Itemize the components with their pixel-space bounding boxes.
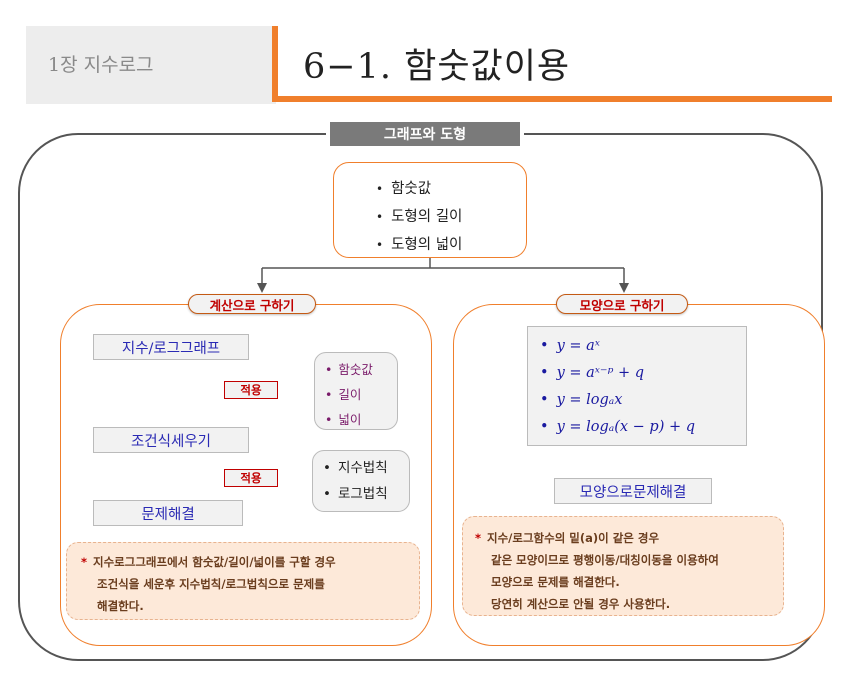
step-shape-solve: 모양으로문제해결 xyxy=(554,478,712,504)
chapter-label: 1장 지수로그 xyxy=(48,54,154,76)
shape-label: 모양으로 구하기 xyxy=(556,294,688,314)
apply-badge: 적용 xyxy=(224,469,278,487)
step-condition: 조건식세우기 xyxy=(93,427,249,453)
shape-note: * 지수/로그함수의 밑(a)이 같은 경우 같은 모양이므로 평행이동/대칭이동… xyxy=(462,516,784,616)
page-title: 6−1. 함숫값이용 xyxy=(303,47,571,87)
law-list-box: 지수법칙 로그법칙 xyxy=(312,450,410,512)
note-marker: * xyxy=(475,531,482,545)
quantity-list-box: 함숫값 길이 넓이 xyxy=(314,352,398,430)
center-item: 도형의 길이 xyxy=(376,203,526,231)
quantity-item: 길이 xyxy=(325,382,397,407)
top-category-label: 그래프와 도형 xyxy=(330,122,520,146)
note-line: 조건식을 세운후 지수법칙/로그법칙으로 문제를 xyxy=(97,577,325,591)
calculation-note: * 지수로그그래프에서 함숫값/길이/넓이를 구할 경우 조건식을 세운후 지수법… xyxy=(66,542,420,620)
formula-item: •y = logₐ(x − p) + q xyxy=(540,419,696,435)
note-marker: * xyxy=(81,555,88,569)
center-item: 함숫값 xyxy=(376,175,526,203)
formula-list-box: •y = aˣ •y = aˣ⁻ᵖ + q •y = logₐx •y = lo… xyxy=(527,326,747,446)
formula-item: •y = aˣ⁻ᵖ + q xyxy=(540,365,645,381)
note-line: 당연히 계산으로 안될 경우 사용한다. xyxy=(491,597,671,611)
chapter-banner xyxy=(26,26,276,104)
formula-item: •y = logₐx xyxy=(540,392,623,408)
law-item: 로그법칙 xyxy=(323,481,409,507)
calculation-label: 계산으로 구하기 xyxy=(188,294,316,314)
step-solve: 문제해결 xyxy=(93,500,243,526)
center-item: 도형의 넓이 xyxy=(376,231,526,259)
note-line: 지수로그그래프에서 함숫값/길이/넓이를 구할 경우 xyxy=(93,555,336,569)
note-line: 해결한다. xyxy=(97,599,144,613)
step-graph: 지수/로그그래프 xyxy=(93,334,249,360)
law-item: 지수법칙 xyxy=(323,455,409,481)
formula-item: •y = aˣ xyxy=(540,338,600,354)
apply-badge: 적용 xyxy=(224,381,278,399)
header-underline xyxy=(272,96,832,102)
note-line: 같은 모양이므로 평행이동/대칭이동을 이용하여 xyxy=(491,553,719,567)
target-items-box: 함숫값 도형의 길이 도형의 넓이 xyxy=(333,162,527,258)
note-line: 모양으로 문제를 해결한다. xyxy=(491,575,620,589)
note-line: 지수/로그함수의 밑(a)이 같은 경우 xyxy=(487,531,660,545)
quantity-item: 넓이 xyxy=(325,407,397,432)
header-divider-vertical xyxy=(272,26,278,102)
quantity-item: 함숫값 xyxy=(325,357,397,382)
